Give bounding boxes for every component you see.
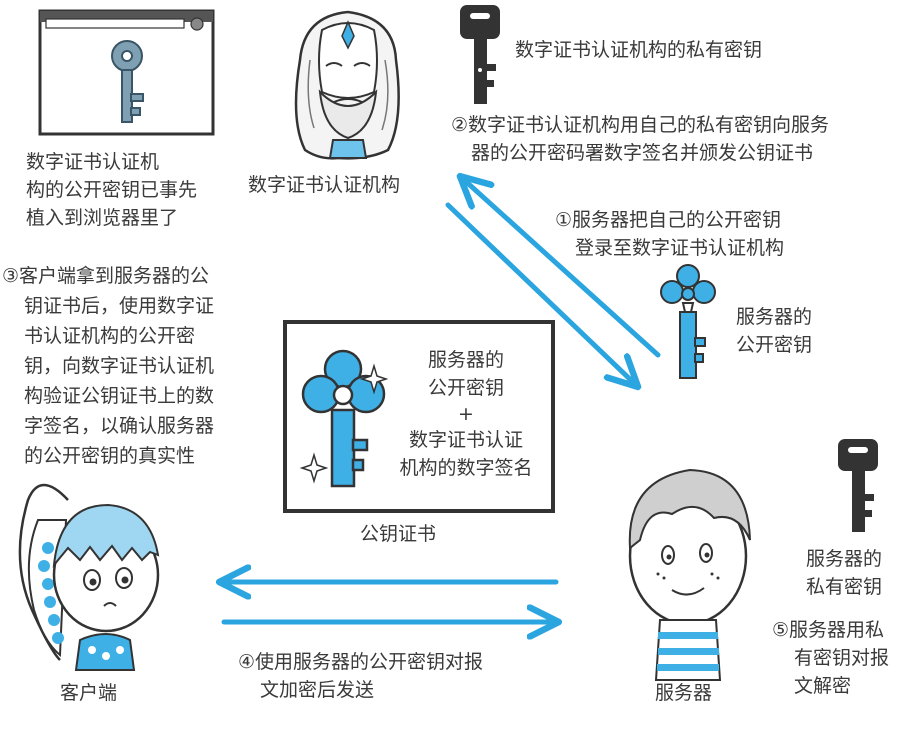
step-1-text: ①服务器把自己的公开密钥 登录至数字证书认证机构 — [555, 206, 784, 262]
certificate-content-line: 服务器的 — [427, 349, 504, 371]
step-3-line: ③客户端拿到服务器的公 — [2, 265, 210, 287]
server-label: 服务器 — [655, 682, 713, 704]
step-3-line: 的公开密钥的真实性 — [24, 445, 196, 467]
server-private-key-label-line: 私有密钥 — [806, 576, 883, 598]
server-private-key-label-line: 服务器的 — [806, 548, 883, 570]
server-private-key-icon — [838, 439, 878, 532]
step-4-line: 文加密后发送 — [260, 679, 375, 701]
step-3-line: 字签名，以确认服务器 — [24, 415, 215, 437]
browser-window — [38, 9, 215, 136]
sparkle-icon — [359, 363, 389, 395]
step-5-line: 文解密 — [794, 675, 852, 697]
ca-label: 数字证书认证机构 — [248, 174, 401, 196]
step-3-line: 钥证书后，使用数字证 — [24, 295, 215, 317]
server-public-key-label-line: 公开密钥 — [736, 334, 813, 356]
step-3-line: 钥，向数字证书认证机 — [24, 355, 215, 377]
step-2-text: ②数字证书认证机构用自己的私有密钥向服务 器的公开密码署数字签名并颁发公钥证书 — [451, 111, 829, 167]
ca-public-key-icon — [111, 40, 144, 123]
ca-character-illustration — [294, 10, 400, 160]
server-public-key-icon — [660, 264, 716, 379]
server-public-key-label-line: 服务器的 — [736, 306, 813, 328]
browser-note-line: 数字证书认证机 — [26, 151, 160, 173]
client-character-illustration — [18, 483, 160, 671]
browser-note-line: 构的公开密钥已事先 — [26, 179, 198, 201]
ca-private-key-icon — [460, 5, 500, 104]
sparkle-icon — [299, 452, 329, 484]
step-4-line: ④使用服务器的公开密钥对报 — [238, 651, 484, 673]
browser-note: 数字证书认证机 构的公开密钥已事先 植入到浏览器里了 — [26, 148, 197, 232]
certificate-key-icon — [301, 349, 386, 488]
step-2-line: ②数字证书认证机构用自己的私有密钥向服务 — [451, 114, 830, 136]
certificate-content-line: 数字证书认证 — [408, 429, 523, 451]
certificate-caption: 公钥证书 — [360, 523, 437, 545]
step-5-text: ⑤服务器用私 有密钥对报 文解密 — [772, 616, 889, 700]
step-4-text: ④使用服务器的公开密钥对报 文加密后发送 — [238, 648, 483, 704]
step-1-line: 登录至数字证书认证机构 — [575, 237, 785, 259]
certificate-content-line: 公开密钥 — [427, 377, 504, 399]
step-1-line: ①服务器把自己的公开密钥 — [555, 209, 782, 231]
step-5-line: ⑤服务器用私 — [772, 619, 885, 641]
step-2-line: 器的公开密码署数字签名并颁发公钥证书 — [471, 142, 814, 164]
step-5-line: 有密钥对报 — [794, 647, 890, 669]
certificate-content-line: + — [458, 403, 474, 425]
certificate-content-line: 机构的数字签名 — [399, 457, 533, 479]
certificate-content: 服务器的 公开密钥 + 数字证书认证 机构的数字签名 — [375, 346, 557, 482]
server-public-key-label: 服务器的 公开密钥 — [736, 303, 812, 359]
step-3-line: 构验证公钥证书上的数 — [24, 385, 215, 407]
step-3-text: ③客户端拿到服务器的公 钥证书后，使用数字证 书认证机构的公开密 钥，向数字证书… — [2, 261, 214, 471]
step-3-line: 书认证机构的公开密 — [24, 325, 196, 347]
arrow-server-to-ca — [445, 202, 636, 385]
server-character-illustration — [628, 468, 751, 681]
certificate-box — [283, 320, 555, 513]
client-label: 客户端 — [60, 682, 118, 704]
browser-note-line: 植入到浏览器里了 — [26, 207, 179, 229]
ca-private-key-label: 数字证书认证机构的私有密钥 — [515, 39, 763, 61]
arrow-ca-to-server — [462, 178, 661, 358]
server-private-key-label: 服务器的 私有密钥 — [806, 545, 882, 601]
